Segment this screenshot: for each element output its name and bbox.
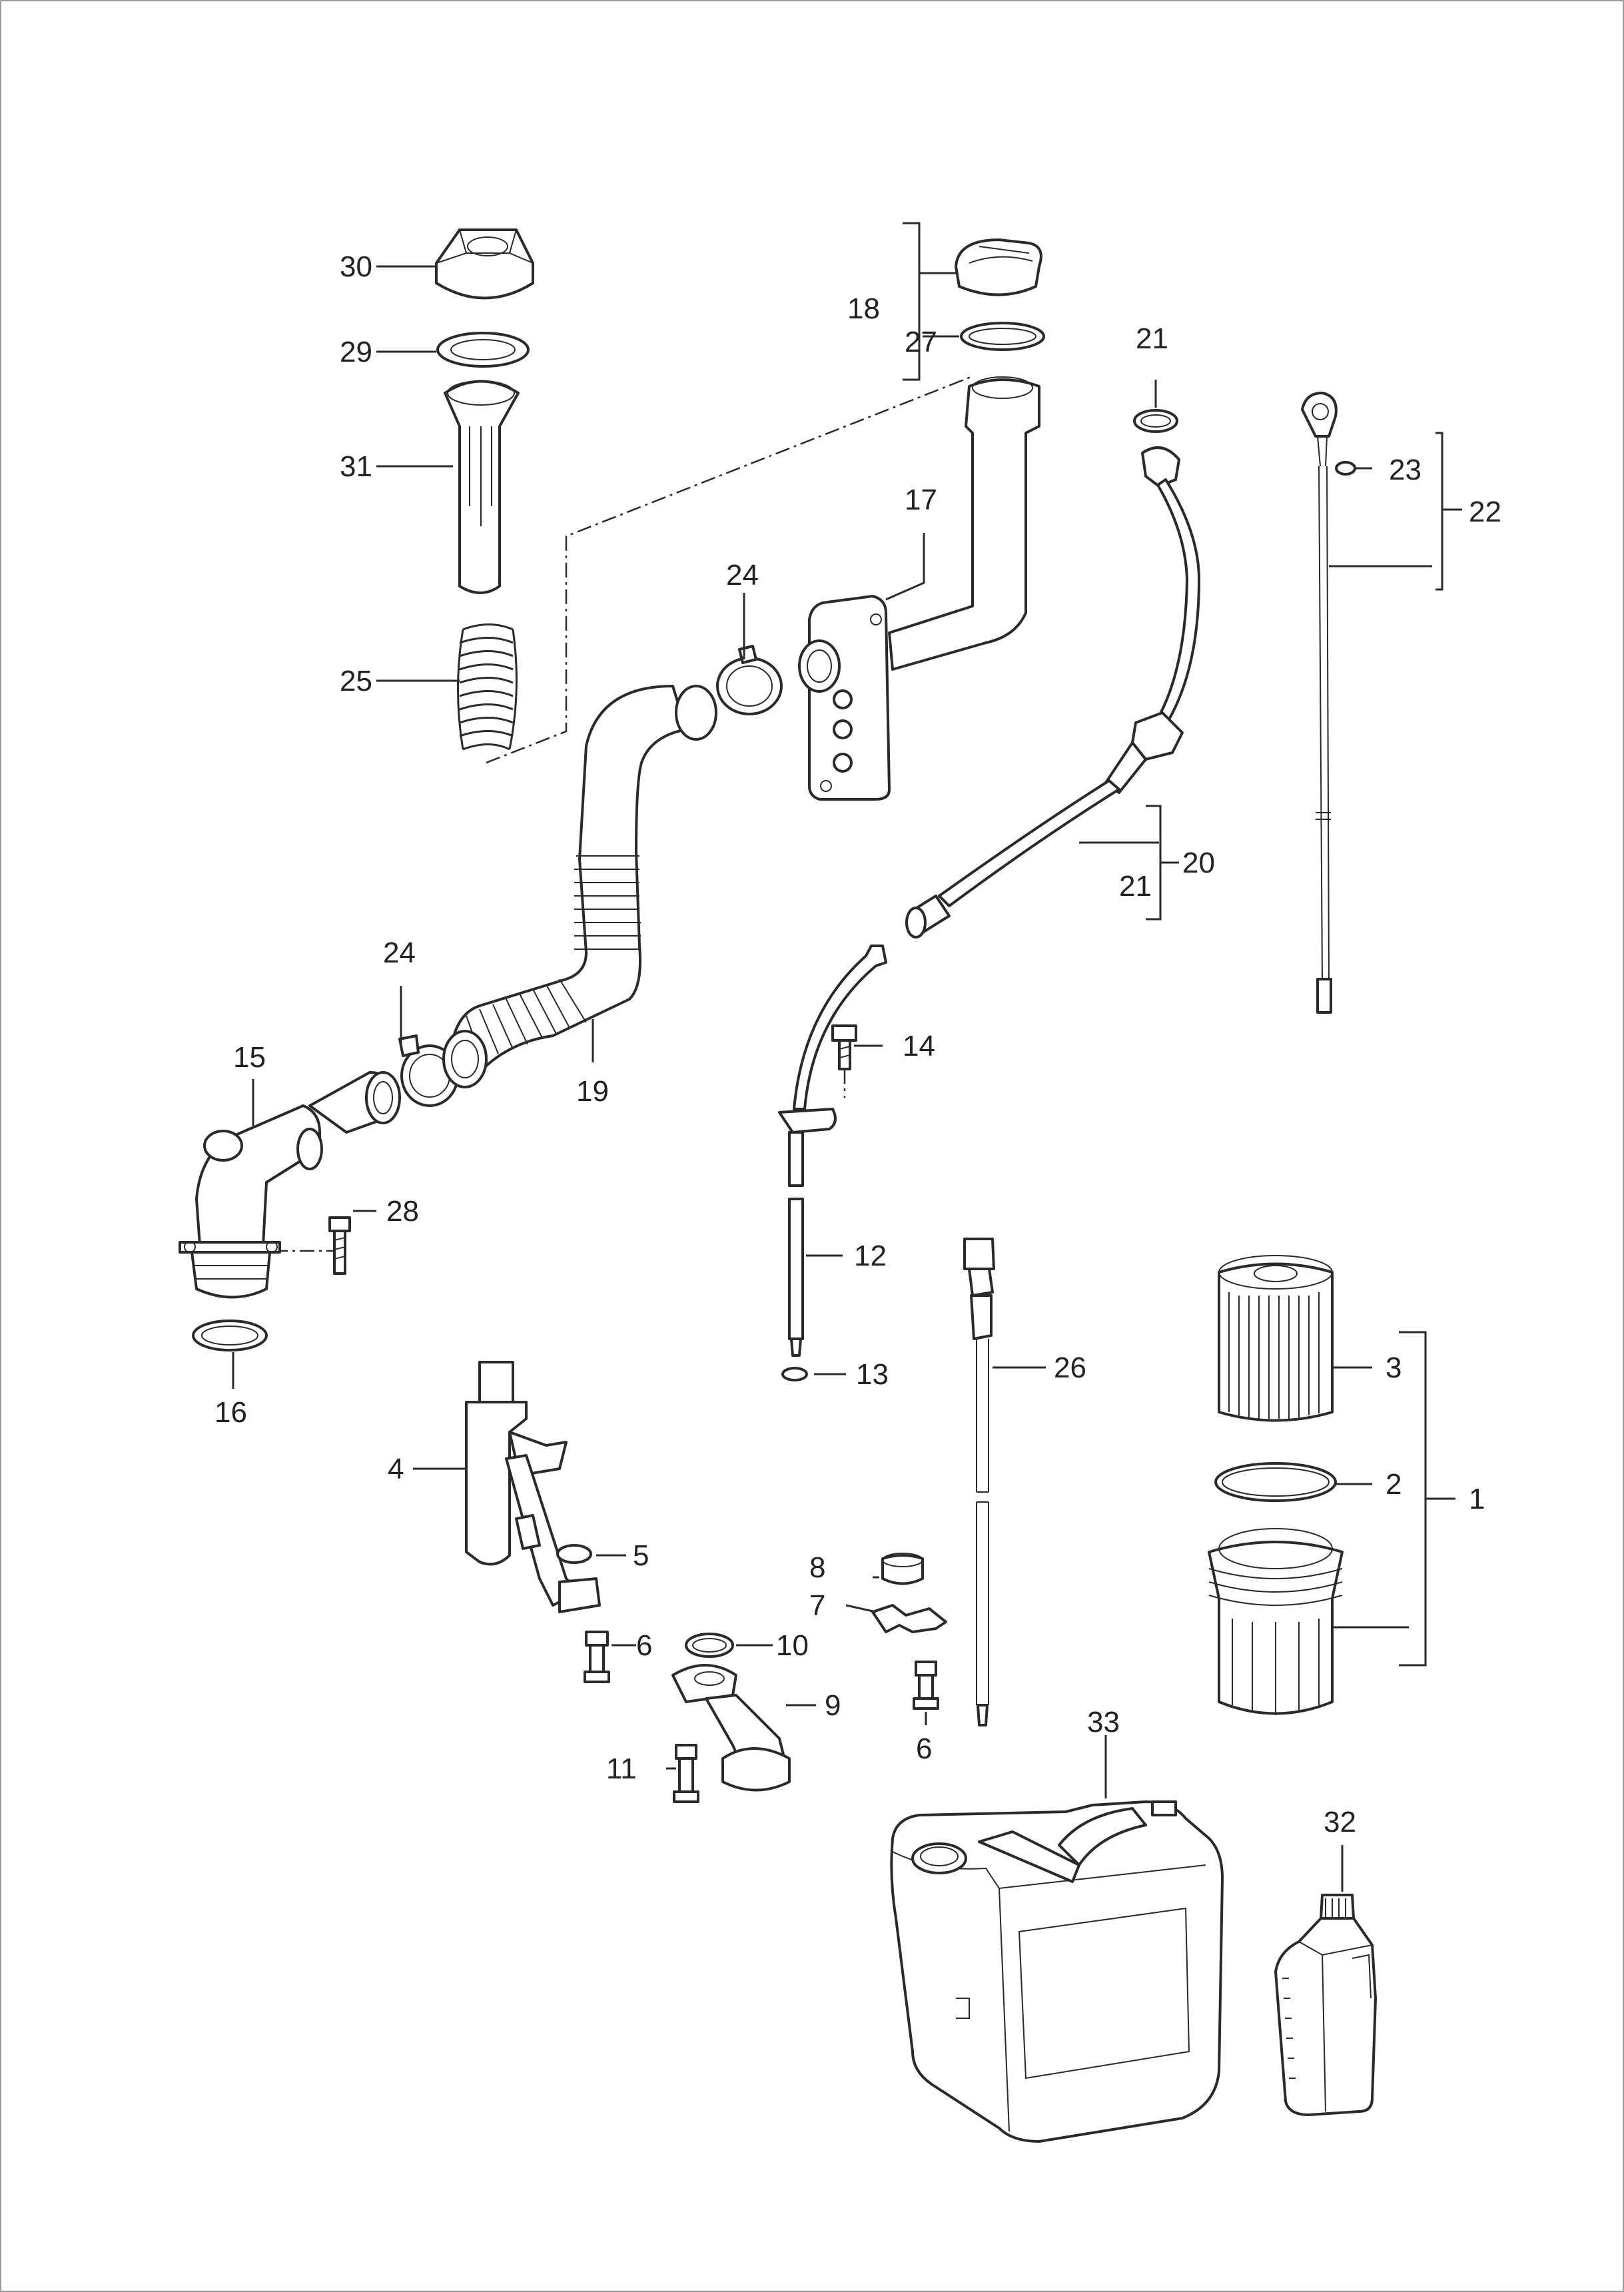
part-29-seal-ring	[436, 332, 530, 368]
part-21-o-ring-upper	[1133, 409, 1178, 433]
callout-1: 1	[1469, 1483, 1485, 1515]
callout-28: 28	[386, 1195, 419, 1228]
callout-25: 25	[340, 665, 372, 697]
part-12-oil-return-pipe	[778, 945, 887, 1357]
part-32-oil-bottle	[1274, 1894, 1377, 2116]
callout-16: 16	[214, 1396, 247, 1429]
callout-32: 32	[1324, 1806, 1356, 1838]
callout-27: 27	[905, 326, 937, 358]
part-19-breather-hose	[442, 685, 717, 1088]
callout-10: 10	[776, 1629, 809, 1662]
part-10-o-ring	[685, 1633, 734, 1658]
callout-33: 33	[1087, 1706, 1120, 1738]
callout-30: 30	[340, 250, 372, 283]
part-13-seal	[781, 1367, 808, 1381]
callout-3: 3	[1386, 1351, 1402, 1384]
callout-5: 5	[633, 1539, 649, 1572]
part-31-filler-tube	[444, 380, 520, 594]
part-5-seal	[556, 1544, 592, 1564]
callout-29: 29	[340, 336, 372, 368]
callout-21-upper: 21	[1136, 322, 1168, 355]
part-1-filter-housing	[1208, 1528, 1344, 1715]
part-22-dipstick	[1301, 392, 1462, 1014]
callout-9: 9	[825, 1689, 841, 1722]
part-25-spring	[457, 623, 518, 751]
part-17-filler-neck	[798, 376, 1040, 801]
callout-22: 22	[1469, 496, 1501, 528]
callout-7: 7	[809, 1589, 825, 1622]
part-16-o-ring	[192, 1320, 268, 1351]
callout-24-lower: 24	[383, 937, 416, 969]
part-4-oil-separator	[465, 1361, 581, 1607]
part-23-seal	[1335, 461, 1356, 476]
part-28-bolt	[328, 1216, 351, 1275]
callout-8: 8	[809, 1551, 825, 1584]
callout-13: 13	[856, 1358, 889, 1391]
callout-23: 23	[1389, 454, 1421, 486]
part-24-hose-clamp-upper	[716, 645, 783, 715]
part-6-bolt-right	[913, 1661, 939, 1710]
callout-15: 15	[233, 1041, 266, 1074]
callout-12: 12	[854, 1240, 887, 1272]
callout-6-right: 6	[916, 1732, 932, 1765]
part-20-dipstick-guide-tube	[905, 446, 1200, 939]
part-26-rod	[963, 1238, 995, 1726]
leader-lines	[232, 265, 1455, 1892]
part-18-oil-filler-cap	[903, 222, 1042, 381]
part-11-bolt	[673, 1744, 699, 1803]
part-27-o-ring	[960, 322, 1045, 351]
callout-11: 11	[606, 1752, 637, 1785]
callout-18: 18	[847, 292, 880, 325]
callout-17: 17	[905, 484, 937, 516]
guide-line-filler	[486, 375, 973, 764]
callout-6-left: 6	[636, 1629, 652, 1662]
callout-24-upper: 24	[726, 559, 759, 591]
part-7-bracket	[871, 1604, 947, 1633]
part-6-bolt-left	[558, 1577, 610, 1683]
part-30-cap-nut	[435, 228, 534, 300]
part-2-o-ring	[1214, 1462, 1337, 1502]
callout-26: 26	[1054, 1351, 1086, 1384]
callout-20: 20	[1182, 847, 1215, 879]
callout-31: 31	[340, 450, 372, 483]
part-33-oil-canister	[890, 1800, 1224, 2143]
bracket-20-21	[1079, 805, 1179, 921]
callout-21-lower: 21	[1119, 870, 1152, 903]
part-14-bolt	[831, 1024, 857, 1070]
callout-labels: 30 29 31 25 18 27 17 24 21 23 22 20 21 2…	[214, 250, 1501, 1838]
part-8-rubber-mount	[881, 1553, 924, 1585]
callout-2: 2	[1386, 1468, 1402, 1501]
callout-4: 4	[388, 1453, 404, 1485]
callout-19: 19	[576, 1075, 609, 1108]
callout-14: 14	[903, 1030, 935, 1062]
part-9-oil-pickup	[671, 1664, 791, 1792]
part-15-elbow-housing	[179, 1071, 401, 1299]
part-3-filter-element	[1218, 1255, 1334, 1422]
